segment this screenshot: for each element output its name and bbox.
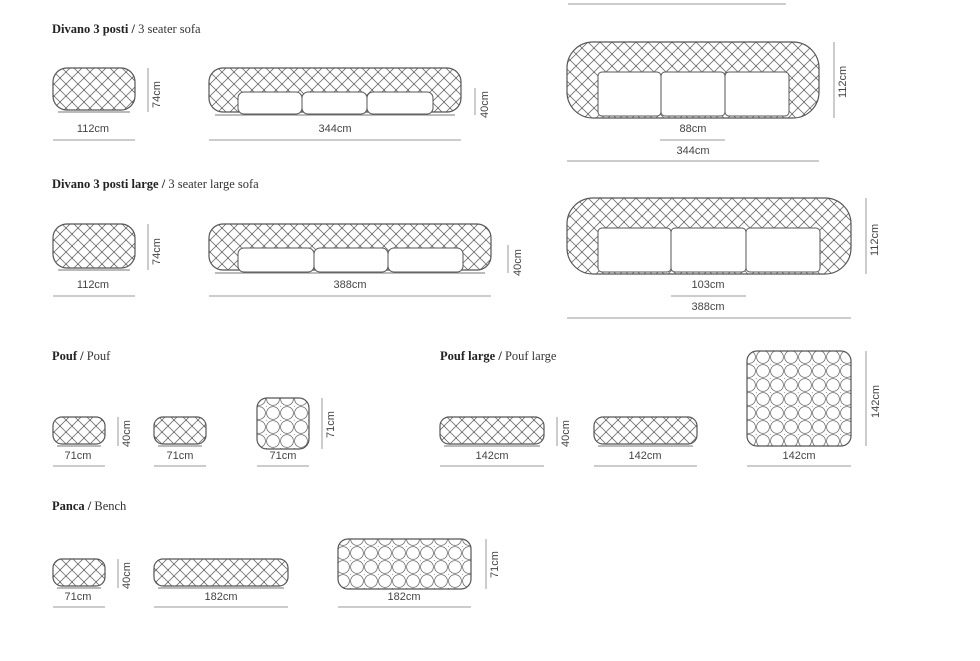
divano-large-top-view — [566, 197, 852, 275]
dim-panca-side-height: 40cm — [121, 562, 133, 589]
dim-pouf-large-top-depth: 142cm — [870, 384, 882, 418]
divano-top-view — [566, 41, 820, 119]
panca-top-view — [337, 538, 472, 590]
dim-pouf-large-front-width: 142cm — [628, 450, 662, 462]
dim-divano-top-depth: 112cm — [837, 65, 849, 98]
divano-large-side-view — [52, 223, 136, 271]
dim-divano-large-seat-width: 103cm — [691, 279, 725, 291]
dim-pouf-large-top-width: 142cm — [782, 450, 816, 462]
dim-pouf-side-width: 71cm — [64, 450, 92, 462]
panca-front-view — [153, 558, 289, 589]
dim-panca-top-width: 182cm — [387, 591, 421, 603]
dim-divano-front-height: 40cm — [479, 91, 491, 118]
panca-side-view — [52, 558, 106, 589]
section-title-pouf-large: Pouf large / Pouf large — [440, 349, 557, 363]
dim-divano-large-top-width: 388cm — [691, 301, 725, 313]
dim-divano-large-side-height: 74cm — [151, 238, 163, 265]
section-title-divano-large: Divano 3 posti large / 3 seater large so… — [52, 177, 259, 191]
pouf-large-front-view — [593, 416, 698, 447]
dim-panca-top-depth: 71cm — [489, 551, 501, 578]
pouf-top-view — [256, 397, 310, 450]
dim-divano-side-width: 112cm — [76, 123, 110, 135]
dim-pouf-top-depth: 71cm — [325, 411, 337, 438]
dim-divano-seat-width: 88cm — [679, 123, 707, 135]
dimension-lines — [53, 42, 867, 608]
dim-panca-front-width: 182cm — [204, 591, 238, 603]
divano-side-view — [52, 67, 136, 113]
divano-front-view — [208, 67, 462, 116]
dim-pouf-front-width: 71cm — [166, 450, 194, 462]
dim-divano-top-width: 344cm — [676, 145, 710, 157]
dim-pouf-large-side-height: 40cm — [560, 420, 572, 447]
dim-panca-side-width: 71cm — [64, 591, 92, 603]
dim-pouf-side-height: 40cm — [121, 420, 133, 447]
dim-pouf-large-side-width: 142cm — [475, 450, 509, 462]
dim-divano-front-width: 344cm — [318, 123, 352, 135]
pouf-front-view — [153, 416, 207, 447]
section-title-pouf: Pouf / Pouf — [52, 349, 111, 363]
dim-divano-large-front-width: 388cm — [333, 279, 367, 291]
pouf-large-side-view — [439, 416, 545, 447]
dim-divano-side-height: 74cm — [151, 81, 163, 108]
dim-divano-large-side-width: 112cm — [76, 279, 110, 291]
pouf-large-top-view — [746, 350, 852, 447]
divano-large-front-view — [208, 223, 492, 274]
dim-pouf-top-width: 71cm — [269, 450, 297, 462]
section-title-panca: Panca / Bench — [52, 499, 127, 513]
dim-divano-large-front-height: 40cm — [512, 249, 524, 276]
pouf-side-view — [52, 416, 106, 447]
dim-divano-large-top-depth: 112cm — [869, 223, 881, 256]
section-title-divano: Divano 3 posti / 3 seater sofa — [52, 22, 201, 36]
